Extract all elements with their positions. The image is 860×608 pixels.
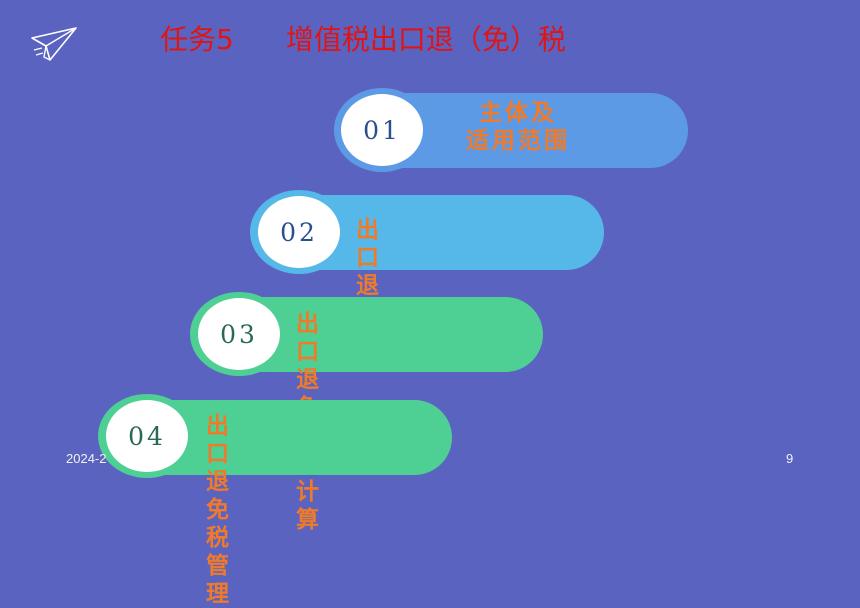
item-4-number: 04: [106, 400, 188, 472]
footer-date: 2024-2: [66, 451, 107, 466]
slide: 任务5 增值税出口退（免）税 01 主体及 适用范围 02 出口退税率 03 出…: [31, 18, 794, 607]
title-topic: 增值税出口退（免）税: [285, 23, 566, 56]
item-1-label: 主体及 适用范围: [438, 99, 598, 155]
item-1-label-line-1: 主体及: [479, 100, 557, 126]
item-3-number: 03: [198, 298, 280, 370]
item-4-label: 出口退免税管理: [206, 413, 232, 607]
title-task: 任务5: [160, 23, 234, 56]
item-2-number: 02: [258, 196, 340, 268]
page-number: 9: [786, 451, 794, 466]
item-3-label-line-2: 算: [296, 507, 322, 533]
slide-title: 任务5 增值税出口退（免）税: [160, 18, 566, 58]
item-1-number: 01: [341, 94, 423, 166]
paper-plane-icon: [31, 27, 77, 61]
item-1-label-line-2: 适用范围: [466, 128, 570, 154]
